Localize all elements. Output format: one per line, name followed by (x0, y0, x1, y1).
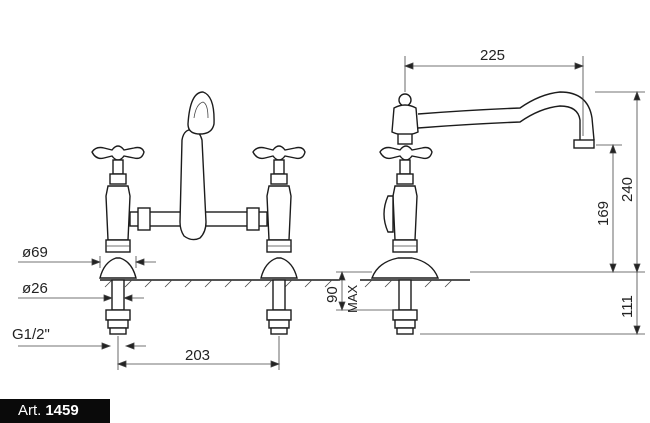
dim-203: 203 (185, 347, 210, 364)
dim-169: 169 (595, 201, 612, 226)
right-valve (252, 145, 306, 335)
dim-90: 90 (324, 286, 341, 303)
counter-surface (100, 279, 470, 288)
left-valve (91, 145, 145, 335)
dim-111: 111 (619, 295, 636, 318)
dim-240: 240 (619, 177, 636, 202)
dim-phi-69: ø69 (22, 244, 48, 261)
article-label: Art.1459 (0, 399, 110, 423)
article-prefix: Art. (18, 402, 42, 419)
dim-max: MAX (345, 285, 360, 314)
dim-225: 225 (480, 47, 505, 64)
dimension-lines (18, 56, 645, 370)
side-view (370, 91, 595, 335)
bridge-and-spout (129, 91, 268, 241)
article-number: 1459 (45, 402, 79, 419)
dim-thread: G1/2" (12, 326, 50, 343)
dim-phi-26: ø26 (22, 280, 48, 297)
